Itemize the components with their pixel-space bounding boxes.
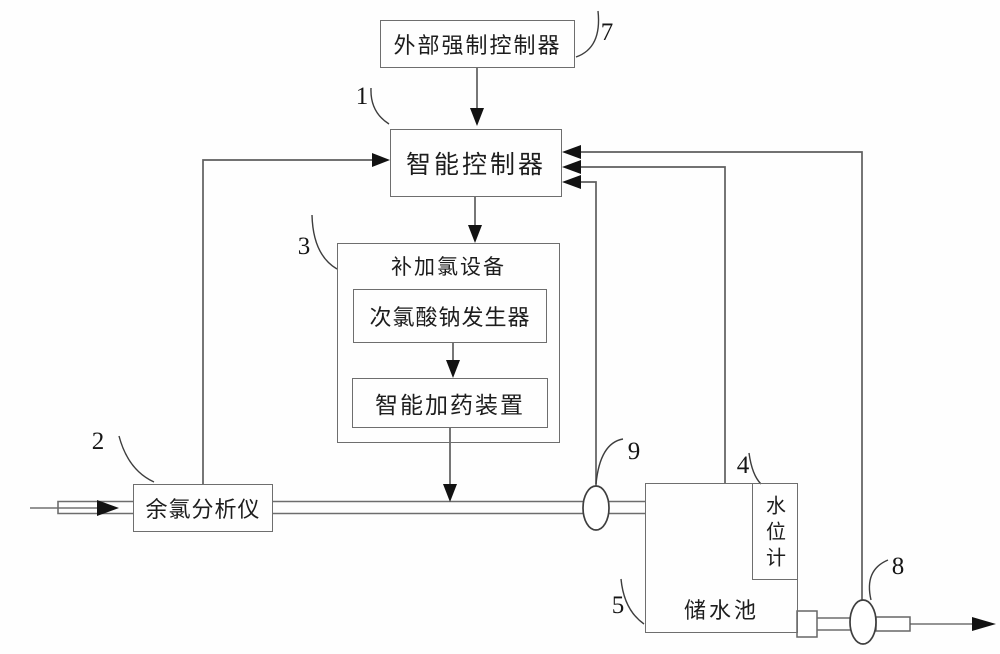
hypochlorite-generator-label: 次氯酸钠发生器	[369, 306, 531, 331]
external-controller-box: 外部强制控制器	[380, 20, 575, 68]
callout-5: 5	[611, 592, 625, 619]
callout-9: 9	[627, 438, 641, 465]
chlorine-equipment-box: 补加氯设备	[337, 243, 560, 443]
storage-tank-box: 储水池	[645, 483, 798, 633]
smart-controller-box: 智能控制器	[390, 129, 562, 197]
external-controller-label: 外部强制控制器	[393, 34, 562, 59]
arrowheads	[97, 108, 996, 631]
callout-4: 4	[736, 452, 750, 479]
chlorine-analyzer-box: 余氯分析仪	[133, 484, 273, 532]
smart-controller-label: 智能控制器	[405, 150, 546, 179]
water-level-gauge-label: 水位计	[762, 494, 787, 573]
callout-1: 1	[355, 83, 369, 110]
hypochlorite-generator-box: 次氯酸钠发生器	[353, 289, 547, 343]
signal-lines	[202, 68, 863, 600]
outlet-valve-symbol	[849, 599, 877, 645]
chlorine-equipment-label: 补加氯设备	[391, 255, 506, 279]
chlorine-analyzer-label: 余氯分析仪	[145, 498, 261, 523]
callout-8: 8	[891, 553, 905, 580]
callout-2: 2	[91, 428, 105, 455]
inline-valve-symbol	[582, 485, 610, 531]
storage-tank-label: 储水池	[683, 599, 759, 624]
callout-3: 3	[297, 233, 311, 260]
dosing-device-label: 智能加药装置	[375, 393, 525, 419]
callout-leaders	[118, 10, 889, 625]
callout-7: 7	[600, 19, 614, 46]
dosing-device-box: 智能加药装置	[352, 378, 548, 428]
water-level-gauge-box: 水位计	[752, 483, 798, 580]
